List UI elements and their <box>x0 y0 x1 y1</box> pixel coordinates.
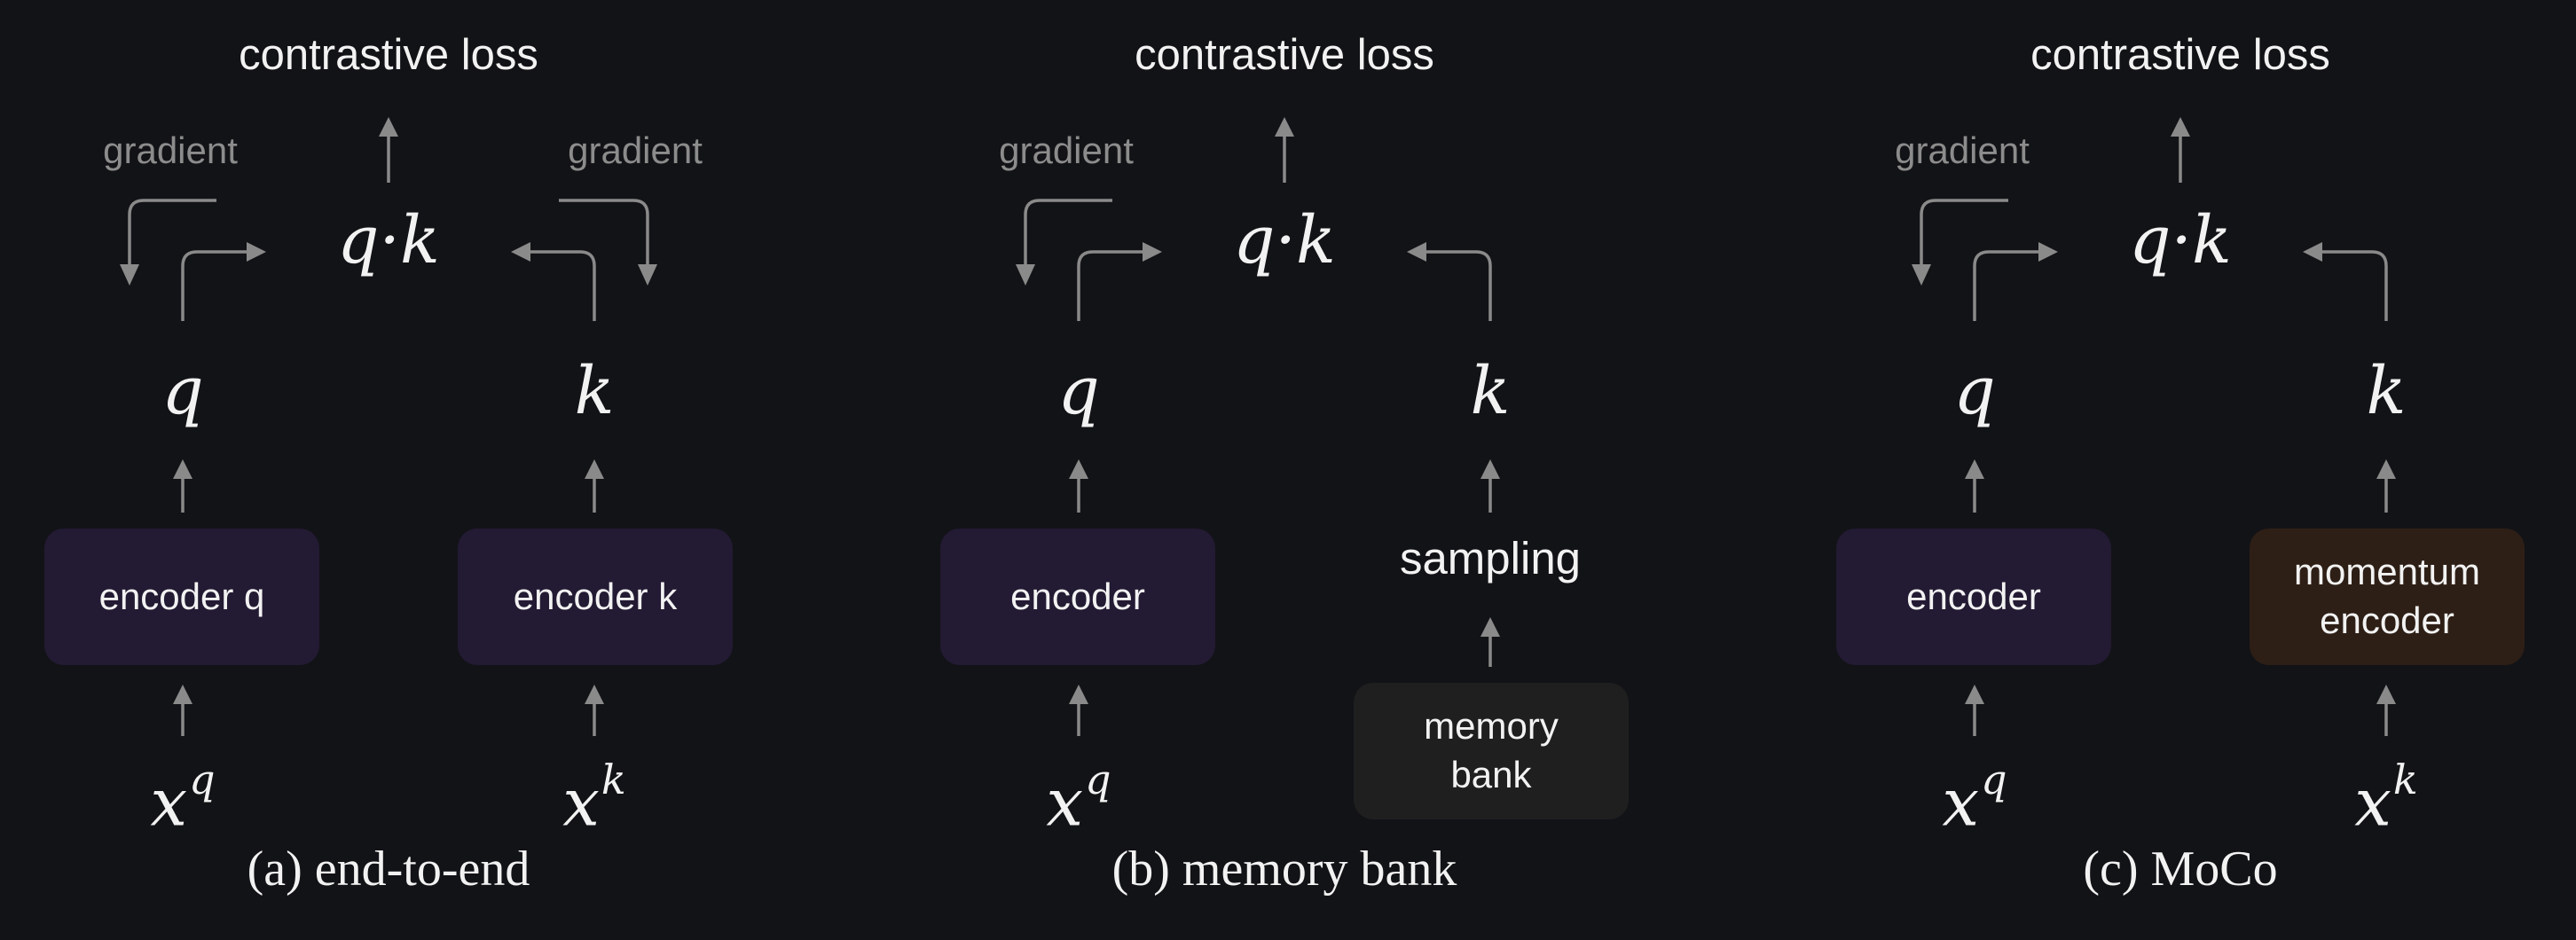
encoder-box: encoder <box>1836 529 2111 665</box>
sampling-to-k-arrow <box>1480 459 1500 513</box>
encoder-k-label: encoder k <box>513 575 678 617</box>
k-to-product-arrow <box>511 242 596 321</box>
gradient-label-left: gradient <box>999 129 1134 171</box>
gradient-arrow-left <box>1912 199 2008 286</box>
encoder-label: encoder <box>1010 575 1145 617</box>
panel-a-arrows <box>120 117 657 736</box>
input-xq: xq <box>150 756 216 842</box>
key-variable: k <box>1470 353 1511 429</box>
similarity-product: q·k <box>337 202 440 278</box>
query-variable: q <box>1953 353 1996 429</box>
sampling-label: sampling <box>1399 533 1582 584</box>
input-xq: xq <box>1942 756 2007 842</box>
q-to-product-arrow <box>1973 242 2058 321</box>
caption-end-to-end: (a) end-to-end <box>247 842 530 897</box>
enc-q-to-q-arrow <box>173 459 192 513</box>
panel-end-to-end: contrastive loss gradient gradient q·k q… <box>0 0 859 940</box>
key-variable: k <box>2366 353 2407 429</box>
memory-to-sampling-arrow <box>1480 617 1500 667</box>
k-to-product-arrow <box>1407 242 1492 321</box>
xq-to-enc-arrow <box>173 685 192 736</box>
memory-bank-label-line2: bank <box>1450 754 1532 795</box>
encoder-q-box: encoder q <box>44 529 319 665</box>
gradient-arrow-left <box>120 199 216 286</box>
gradient-arrow-left <box>1016 199 1112 286</box>
arrow-to-loss <box>2171 117 2190 183</box>
input-xk: xk <box>562 756 626 842</box>
encoder-box: encoder <box>940 529 1215 665</box>
gradient-label-left: gradient <box>1895 129 2030 171</box>
xk-to-momentum-enc-arrow <box>2376 685 2396 736</box>
key-variable: k <box>574 353 615 429</box>
panel-memory-bank: contrastive loss gradient q·k q k encode… <box>896 0 1755 940</box>
momentum-encoder-label-line2: encoder <box>2320 599 2454 641</box>
panel-moco: contrastive loss gradient q·k q k encode… <box>1792 0 2576 940</box>
query-variable: q <box>1057 353 1100 429</box>
memory-bank-label-line1: memory <box>1424 705 1559 748</box>
gradient-arrow-right <box>559 199 657 286</box>
arrow-to-loss <box>1275 117 1294 183</box>
panel-c-arrows <box>1912 117 2396 736</box>
q-to-product-arrow <box>1077 242 1162 321</box>
momentum-enc-to-k-arrow <box>2376 459 2396 513</box>
encoder-label: encoder <box>1906 575 2041 617</box>
caption-memory-bank: (b) memory bank <box>1111 842 1457 897</box>
contrastive-loss-label: contrastive loss <box>1135 31 1434 79</box>
enc-to-q-arrow <box>1069 459 1088 513</box>
input-xq: xq <box>1046 756 1111 842</box>
input-xk: xk <box>2354 756 2418 842</box>
contrastive-loss-label: contrastive loss <box>239 31 538 79</box>
panel-b-arrows <box>1016 117 1500 736</box>
caption-moco: (c) MoCo <box>2083 842 2278 897</box>
momentum-encoder-label-line1: momentum <box>2293 551 2481 593</box>
xq-to-enc-arrow <box>1069 685 1088 736</box>
memory-bank-box: memory bank <box>1354 683 1629 819</box>
k-to-product-arrow <box>2303 242 2388 321</box>
gradient-label-left: gradient <box>103 129 238 171</box>
similarity-product: q·k <box>2129 202 2232 278</box>
encoder-k-box: encoder k <box>458 529 733 665</box>
xk-to-enc-arrow <box>585 685 604 736</box>
enc-to-q-arrow <box>1965 459 1984 513</box>
arrow-to-loss <box>379 117 398 183</box>
xq-to-enc-arrow <box>1965 685 1984 736</box>
gradient-label-right: gradient <box>568 129 703 171</box>
enc-k-to-k-arrow <box>585 459 604 513</box>
similarity-product: q·k <box>1233 202 1336 278</box>
momentum-encoder-box: momentum encoder <box>2250 529 2525 665</box>
query-variable: q <box>161 353 204 429</box>
contrastive-loss-label: contrastive loss <box>2030 31 2330 79</box>
encoder-q-label: encoder q <box>98 575 265 617</box>
q-to-product-arrow <box>181 242 266 321</box>
